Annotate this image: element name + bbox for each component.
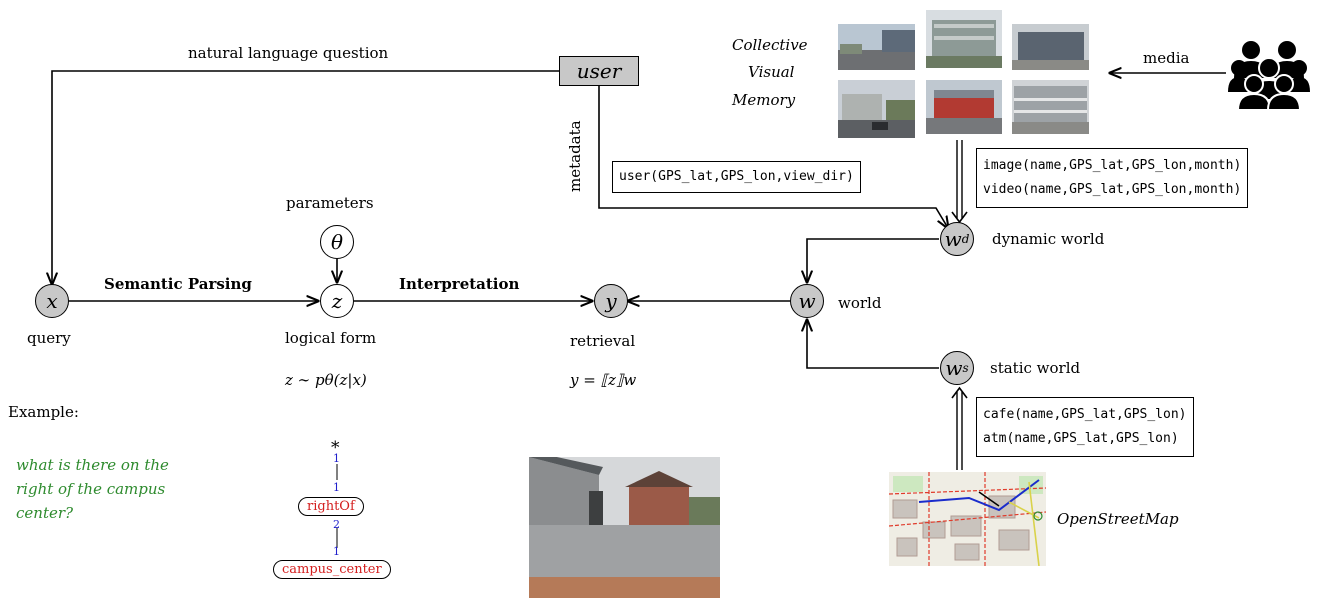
double-arrow-osm-to-ws bbox=[951, 386, 968, 399]
theta-node: θ bbox=[320, 225, 354, 259]
example-question-line-3: center? bbox=[16, 504, 74, 522]
label-query: query bbox=[27, 329, 71, 347]
label-memory: Memory bbox=[732, 91, 796, 109]
double-arrow-memory-to-wd bbox=[951, 211, 968, 224]
crowd-icon bbox=[1228, 41, 1310, 110]
label-logical-form: logical form bbox=[285, 329, 377, 347]
openstreetmap-thumbnail bbox=[889, 472, 1046, 566]
label-openstreetmap: OpenStreetMap bbox=[1057, 510, 1179, 528]
label-static-world: static world bbox=[990, 359, 1081, 377]
label-dynamic-world: dynamic world bbox=[992, 230, 1105, 248]
label-interpretation: Interpretation bbox=[399, 275, 520, 293]
atm-predicate: atm(name,GPS_lat,GPS_lon) bbox=[983, 431, 1179, 446]
user-predicate: user(GPS_lat,GPS_lon,view_dir) bbox=[619, 169, 854, 184]
tree-node-campus-center: campus_center bbox=[273, 560, 391, 579]
example-photo bbox=[529, 457, 720, 598]
label-natural-language-question: natural language question bbox=[188, 44, 389, 62]
label-z-formula: z ∼ pθ(z|x) bbox=[285, 371, 367, 389]
edge-ws-to-w bbox=[807, 320, 939, 369]
memory-photo-4 bbox=[838, 80, 915, 138]
example-question-line-1: what is there on the bbox=[16, 456, 169, 474]
example-question-line-2: right of the campus bbox=[16, 480, 166, 498]
label-parameters: parameters bbox=[286, 194, 374, 212]
label-media: media bbox=[1143, 49, 1190, 67]
y-node: y bbox=[594, 284, 628, 318]
tree-number-4: 1 bbox=[333, 545, 340, 558]
tree-number-3: 2 bbox=[333, 518, 340, 531]
video-predicate: video(name,GPS_lat,GPS_lon,month) bbox=[983, 182, 1242, 197]
memory-photo-2 bbox=[926, 10, 1002, 68]
tree-node-rightof: rightOf bbox=[298, 497, 364, 516]
edge-user-to-x bbox=[52, 70, 559, 284]
edge-user-to-wd bbox=[598, 86, 948, 228]
media-predicates-box: image(name,GPS_lat,GPS_lon,month) video(… bbox=[976, 148, 1249, 208]
label-collective: Collective bbox=[732, 36, 808, 54]
label-visual: Visual bbox=[748, 63, 795, 81]
label-semantic-parsing: Semantic Parsing bbox=[104, 275, 252, 293]
label-retrieval: retrieval bbox=[570, 332, 636, 350]
static-predicates-box: cafe(name,GPS_lat,GPS_lon) atm(name,GPS_… bbox=[976, 397, 1194, 457]
tree-number-1: 1 bbox=[333, 452, 340, 465]
w-node: w bbox=[790, 284, 824, 318]
memory-photo-5 bbox=[926, 80, 1002, 134]
example-question: what is there on the right of the campus… bbox=[16, 453, 169, 525]
example-heading: Example: bbox=[8, 403, 79, 421]
label-world: world bbox=[838, 294, 882, 312]
tree-number-2: 1 bbox=[333, 481, 340, 494]
memory-photo-3 bbox=[1012, 24, 1089, 70]
user-predicate-box: user(GPS_lat,GPS_lon,view_dir) bbox=[612, 161, 861, 193]
image-predicate: image(name,GPS_lat,GPS_lon,month) bbox=[983, 158, 1242, 173]
memory-photo-1 bbox=[838, 24, 915, 70]
x-node: x bbox=[35, 284, 69, 318]
edge-wd-to-w bbox=[807, 238, 939, 282]
memory-photo-6 bbox=[1012, 80, 1089, 134]
label-y-formula: y = ⟦z⟧w bbox=[570, 371, 637, 389]
user-node: user bbox=[559, 56, 639, 86]
tree-root: * bbox=[331, 438, 340, 458]
cafe-predicate: cafe(name,GPS_lat,GPS_lon) bbox=[983, 407, 1187, 422]
label-metadata: metadata bbox=[566, 120, 584, 192]
z-node: z bbox=[320, 284, 354, 318]
